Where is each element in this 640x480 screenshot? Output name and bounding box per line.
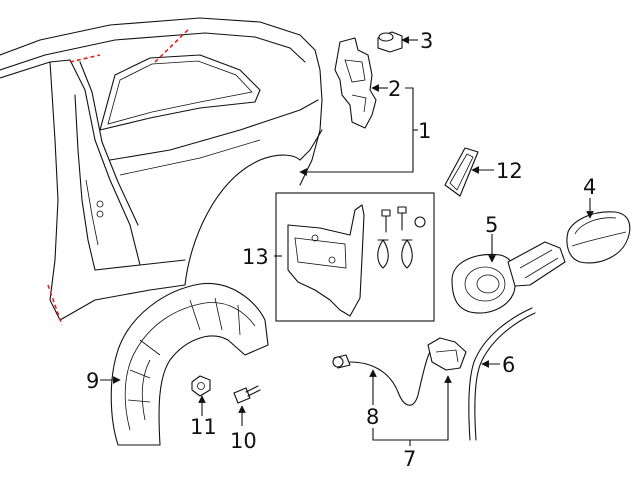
quarter-panel-drawing	[0, 17, 323, 326]
callout-2: 2	[388, 77, 401, 101]
callout-6: 6	[502, 353, 515, 377]
cable-part-8	[332, 337, 467, 406]
callout-5: 5	[485, 213, 498, 237]
clip-part-3	[377, 31, 403, 53]
mud-flap-kit-part-13	[275, 192, 435, 322]
tube-part-6	[468, 307, 536, 441]
nut-part-11	[191, 375, 211, 397]
callout-1: 1	[418, 119, 431, 143]
callout-11: 11	[190, 415, 217, 439]
callout-13: 13	[242, 245, 269, 269]
callout-7: 7	[403, 447, 416, 471]
callout-3: 3	[420, 29, 433, 53]
callout-12: 12	[496, 159, 523, 183]
bolt-part-10	[233, 385, 261, 404]
filler-housing-part-5	[451, 241, 566, 314]
gasket-part-12	[444, 147, 479, 197]
bracket-part-2	[334, 37, 377, 129]
callout-10: 10	[230, 429, 257, 453]
wheel-liner-part-9	[110, 282, 269, 446]
callout-4: 4	[583, 175, 596, 199]
leader-lines	[100, 36, 594, 446]
callout-9: 9	[86, 369, 99, 393]
callout-8: 8	[366, 405, 379, 429]
fuel-door-part-4	[566, 211, 631, 264]
